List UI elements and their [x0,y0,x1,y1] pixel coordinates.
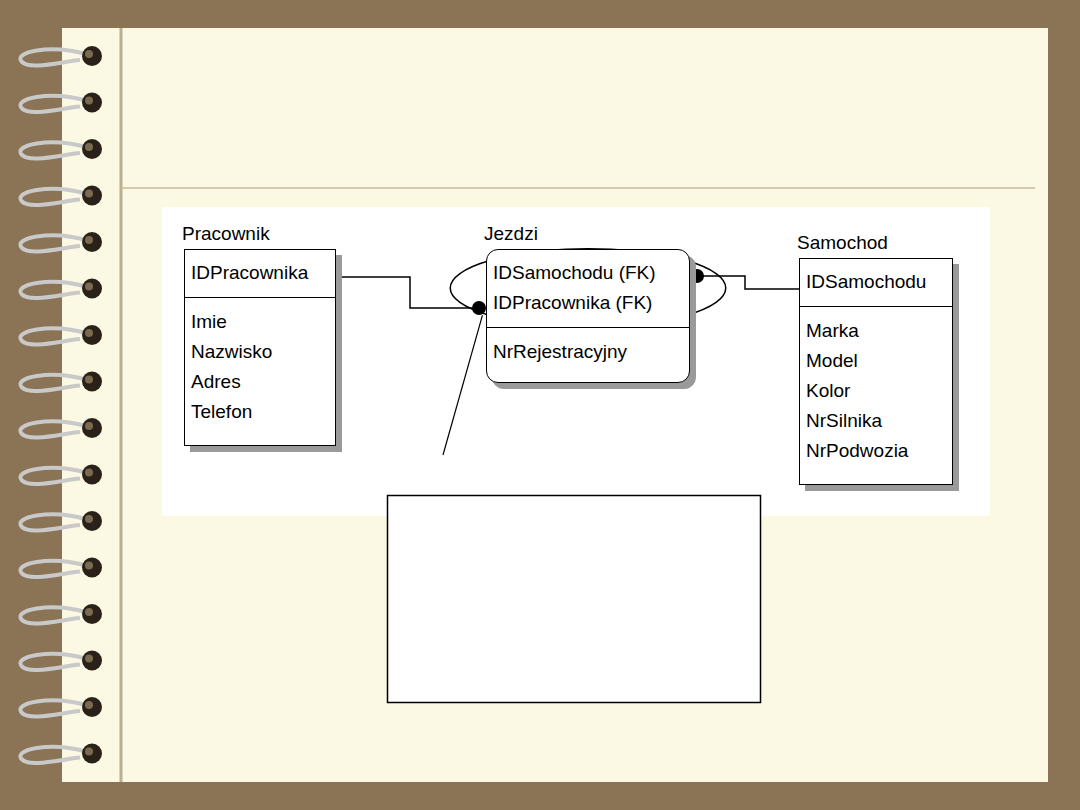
binding-hole-shine [85,515,93,523]
binding-hole [82,744,102,764]
spiral-coil [20,189,86,205]
spiral-coil [20,282,86,298]
binding-hole [82,46,102,66]
spiral-coil [20,49,86,65]
binding-hole [82,279,102,299]
attribute-section: ImieNazwiskoAdresTelefon [185,298,335,435]
binding-hole-shine [85,236,93,244]
attribute: NrSilnika [806,406,946,436]
binding-hole [82,372,102,392]
binding-hole-shine [85,701,93,709]
spiral-coil [20,700,86,716]
binding-hole-shine [85,143,93,151]
callout-box [388,496,761,703]
binding-hole-shine [85,469,93,477]
binding-hole [82,418,102,438]
attribute-section: MarkaModelKolorNrSilnikaNrPodwozia [800,307,952,474]
binding-hole-shine [85,748,93,756]
binding-hole [82,232,102,252]
spiral-coil [20,561,86,577]
key-attribute: IDPracownika (FK) [493,288,683,318]
binding-hole-shine [85,329,93,337]
binding-hole [82,697,102,717]
key-section: IDSamochodu (FK)IDPracownika (FK) [487,250,689,328]
entity-name: Jezdzi [484,222,538,246]
entity-box: PracownikIDPracownikaImieNazwiskoAdresTe… [184,249,336,446]
attribute: Marka [806,316,946,346]
spiral-coil [20,142,86,158]
binding-hole-shine [85,50,93,58]
relation-box: JezdziIDSamochodu (FK)IDPracownika (FK)N… [486,249,690,383]
spiral-coil [20,654,86,670]
attribute-section: NrRejestracyjny [487,328,689,375]
spiral-coil [20,375,86,391]
cardinality-dot [690,269,704,283]
spiral-coil [20,747,86,763]
diagram-ground [162,207,990,516]
key-section: IDSamochodu [800,259,952,307]
attribute: Telefon [191,397,329,427]
spiral-coil [20,468,86,484]
spiral-binding [20,46,102,764]
attribute: Nazwisko [191,337,329,367]
attribute: NrRejestracyjny [493,337,683,367]
connector-path [336,277,479,308]
binding-hole [82,604,102,624]
key-attribute: IDSamochodu [806,267,946,297]
binding-hole [82,325,102,345]
attribute: Model [806,346,946,376]
binding-hole-shine [85,608,93,616]
entity-box: SamochodIDSamochoduMarkaModelKolorNrSiln… [799,258,953,485]
leader-line [443,315,482,455]
binding-hole [82,93,102,113]
relationship-line [690,269,799,289]
binding-hole [82,186,102,206]
entity-name: Samochod [797,231,888,255]
binding-hole [82,558,102,578]
binding-hole [82,511,102,531]
spiral-coil [20,607,86,623]
binding-hole-shine [85,422,93,430]
binding-hole-shine [85,190,93,198]
binding-hole-shine [85,376,93,384]
spiral-coil [20,514,86,530]
margin-line [120,28,123,782]
attribute: Kolor [806,376,946,406]
key-section: IDPracownika [185,250,335,298]
binding-hole [82,465,102,485]
key-attribute: IDPracownika [191,258,329,288]
binding-hole-shine [85,97,93,105]
spiral-coil [20,421,86,437]
binding-hole-shine [85,562,93,570]
attribute: Adres [191,367,329,397]
spiral-coil [20,96,86,112]
binding-hole [82,139,102,159]
key-attribute: IDSamochodu (FK) [493,258,683,288]
spiral-coil [20,328,86,344]
attribute: Imie [191,307,329,337]
binding-hole-shine [85,283,93,291]
entity-name: Pracownik [182,222,270,246]
slide-panel [62,28,1048,782]
title-rule [121,187,1035,189]
spiral-coil [20,235,86,251]
binding-hole [82,651,102,671]
binding-hole-shine [85,655,93,663]
connector-path [697,276,799,289]
relationship-line [336,277,486,315]
attribute: NrPodwozia [806,436,946,466]
